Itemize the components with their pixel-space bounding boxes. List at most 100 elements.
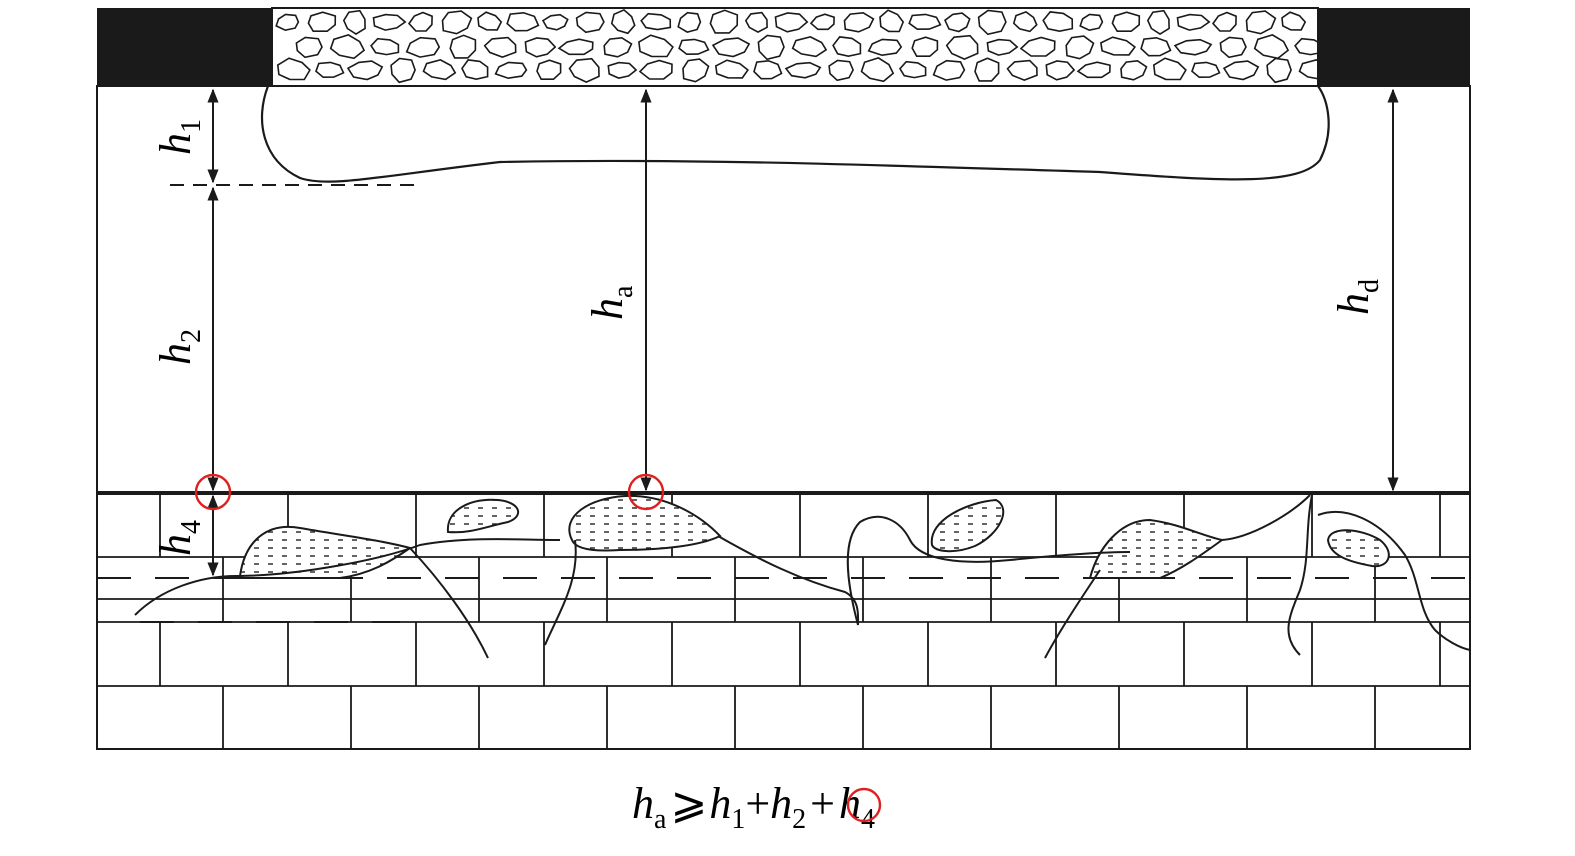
karst-cavity-5	[1088, 518, 1225, 579]
rubble-stone	[678, 38, 710, 56]
rubble-stone	[899, 60, 927, 79]
rubble-stone	[494, 61, 528, 80]
rubble-stone	[461, 59, 489, 81]
rubble-stone	[860, 57, 895, 83]
rubble-stone	[744, 11, 768, 34]
rubble-stone	[1111, 11, 1141, 33]
formula-circled-plus: +	[810, 779, 835, 828]
label-hd: hd	[1329, 279, 1385, 315]
rubble-stone	[1079, 13, 1104, 32]
rubble-stone	[1100, 36, 1137, 56]
fracture-9	[1317, 510, 1471, 651]
rubble-stone	[275, 13, 300, 32]
caving-zone-outline	[260, 85, 1330, 183]
formula-highlight-circle	[846, 787, 882, 823]
rubble-stone	[1012, 10, 1038, 33]
rubble-stone	[711, 37, 751, 58]
rubble-stone	[557, 38, 594, 56]
rubble-stone	[346, 60, 384, 81]
rubble-stone	[1146, 9, 1170, 36]
rubble-stone	[638, 34, 674, 58]
rubble-stone	[828, 59, 854, 82]
karst-cavity-2	[446, 498, 520, 534]
rubble-stone	[1245, 10, 1277, 35]
fracture-4	[717, 535, 860, 626]
rubble-stone	[483, 36, 517, 58]
fracture-3	[544, 539, 577, 646]
rubble-stone	[607, 61, 638, 79]
rubble-stone	[1042, 11, 1074, 33]
fracture-lines	[134, 494, 1471, 659]
seam-frame	[96, 85, 1471, 750]
karst-cavity-3	[568, 494, 722, 552]
rubble-stone	[709, 9, 739, 34]
rubble-stone	[1219, 36, 1247, 59]
rubble-stone	[784, 61, 822, 79]
rubble-stone	[1006, 59, 1038, 81]
rubble-stone	[1173, 38, 1213, 56]
rubble-stone	[753, 59, 783, 80]
rubble-stone	[843, 11, 875, 33]
rubble-stone	[791, 36, 828, 58]
rubble-stone	[307, 11, 337, 33]
dimension-arrows	[207, 88, 1399, 577]
rubble-stone	[986, 38, 1019, 56]
goaf-rubble	[271, 7, 1333, 87]
right-pillar	[1318, 8, 1470, 86]
rubble-stone	[1266, 57, 1292, 84]
label-ha: ha	[583, 285, 639, 320]
fracture-7	[1044, 569, 1101, 659]
fracture-8	[1287, 494, 1313, 656]
label-h1: h1	[151, 119, 207, 155]
rubble-stone	[932, 59, 966, 81]
karst-cavity-4	[930, 498, 1005, 553]
rubble-stone	[879, 9, 905, 33]
rubble-stone	[682, 58, 710, 83]
rubble-stone	[677, 11, 702, 33]
rubble-stone	[407, 11, 433, 32]
rubble-stone	[977, 9, 1007, 36]
fracture-1	[134, 538, 561, 616]
left-pillar	[97, 8, 272, 86]
rubble-stone	[1281, 11, 1307, 31]
rubble-stone	[295, 36, 323, 59]
rubble-stone	[1211, 11, 1237, 32]
rubble-stone	[944, 12, 971, 33]
rubble-stone	[449, 34, 477, 59]
label-h2: h2	[151, 329, 207, 365]
rubble-stone	[405, 36, 441, 58]
fracture-5	[846, 515, 1131, 626]
rubble-stone	[441, 10, 473, 35]
rubble-stone	[809, 13, 835, 31]
rubble-stone	[329, 34, 366, 60]
rubble-stone	[867, 38, 903, 57]
limestone-layers	[97, 493, 1470, 749]
rubble-stone	[603, 36, 633, 58]
rubble-stone	[640, 12, 672, 31]
rubble-stone	[832, 36, 862, 58]
rubble-stone	[911, 36, 939, 58]
rubble-stone	[524, 37, 557, 58]
rubble-stone	[575, 11, 605, 34]
rubble-stone	[370, 37, 400, 56]
karst-cavity-1	[239, 525, 413, 579]
formula: ha⩾h1+h2+h4	[632, 779, 875, 835]
fracture-2	[409, 547, 489, 659]
rubble-stone	[1191, 61, 1221, 79]
fracture-6	[1221, 494, 1311, 541]
rubble-stone	[1294, 37, 1324, 56]
rubble-stone	[422, 59, 457, 81]
rubble-stone	[1120, 59, 1148, 81]
rubble-stone	[1065, 35, 1095, 60]
rubble-stone	[477, 11, 503, 31]
rubble-stone	[1045, 60, 1076, 81]
rubble-stone	[1176, 13, 1211, 31]
rubble-stone	[757, 34, 785, 61]
rubble-stone	[610, 8, 636, 35]
rubble-stone	[1019, 36, 1056, 57]
rubble-stone	[315, 61, 345, 79]
rubble-stone	[1140, 36, 1172, 57]
rubble-stone	[390, 57, 416, 84]
rubble-stone	[342, 9, 366, 36]
